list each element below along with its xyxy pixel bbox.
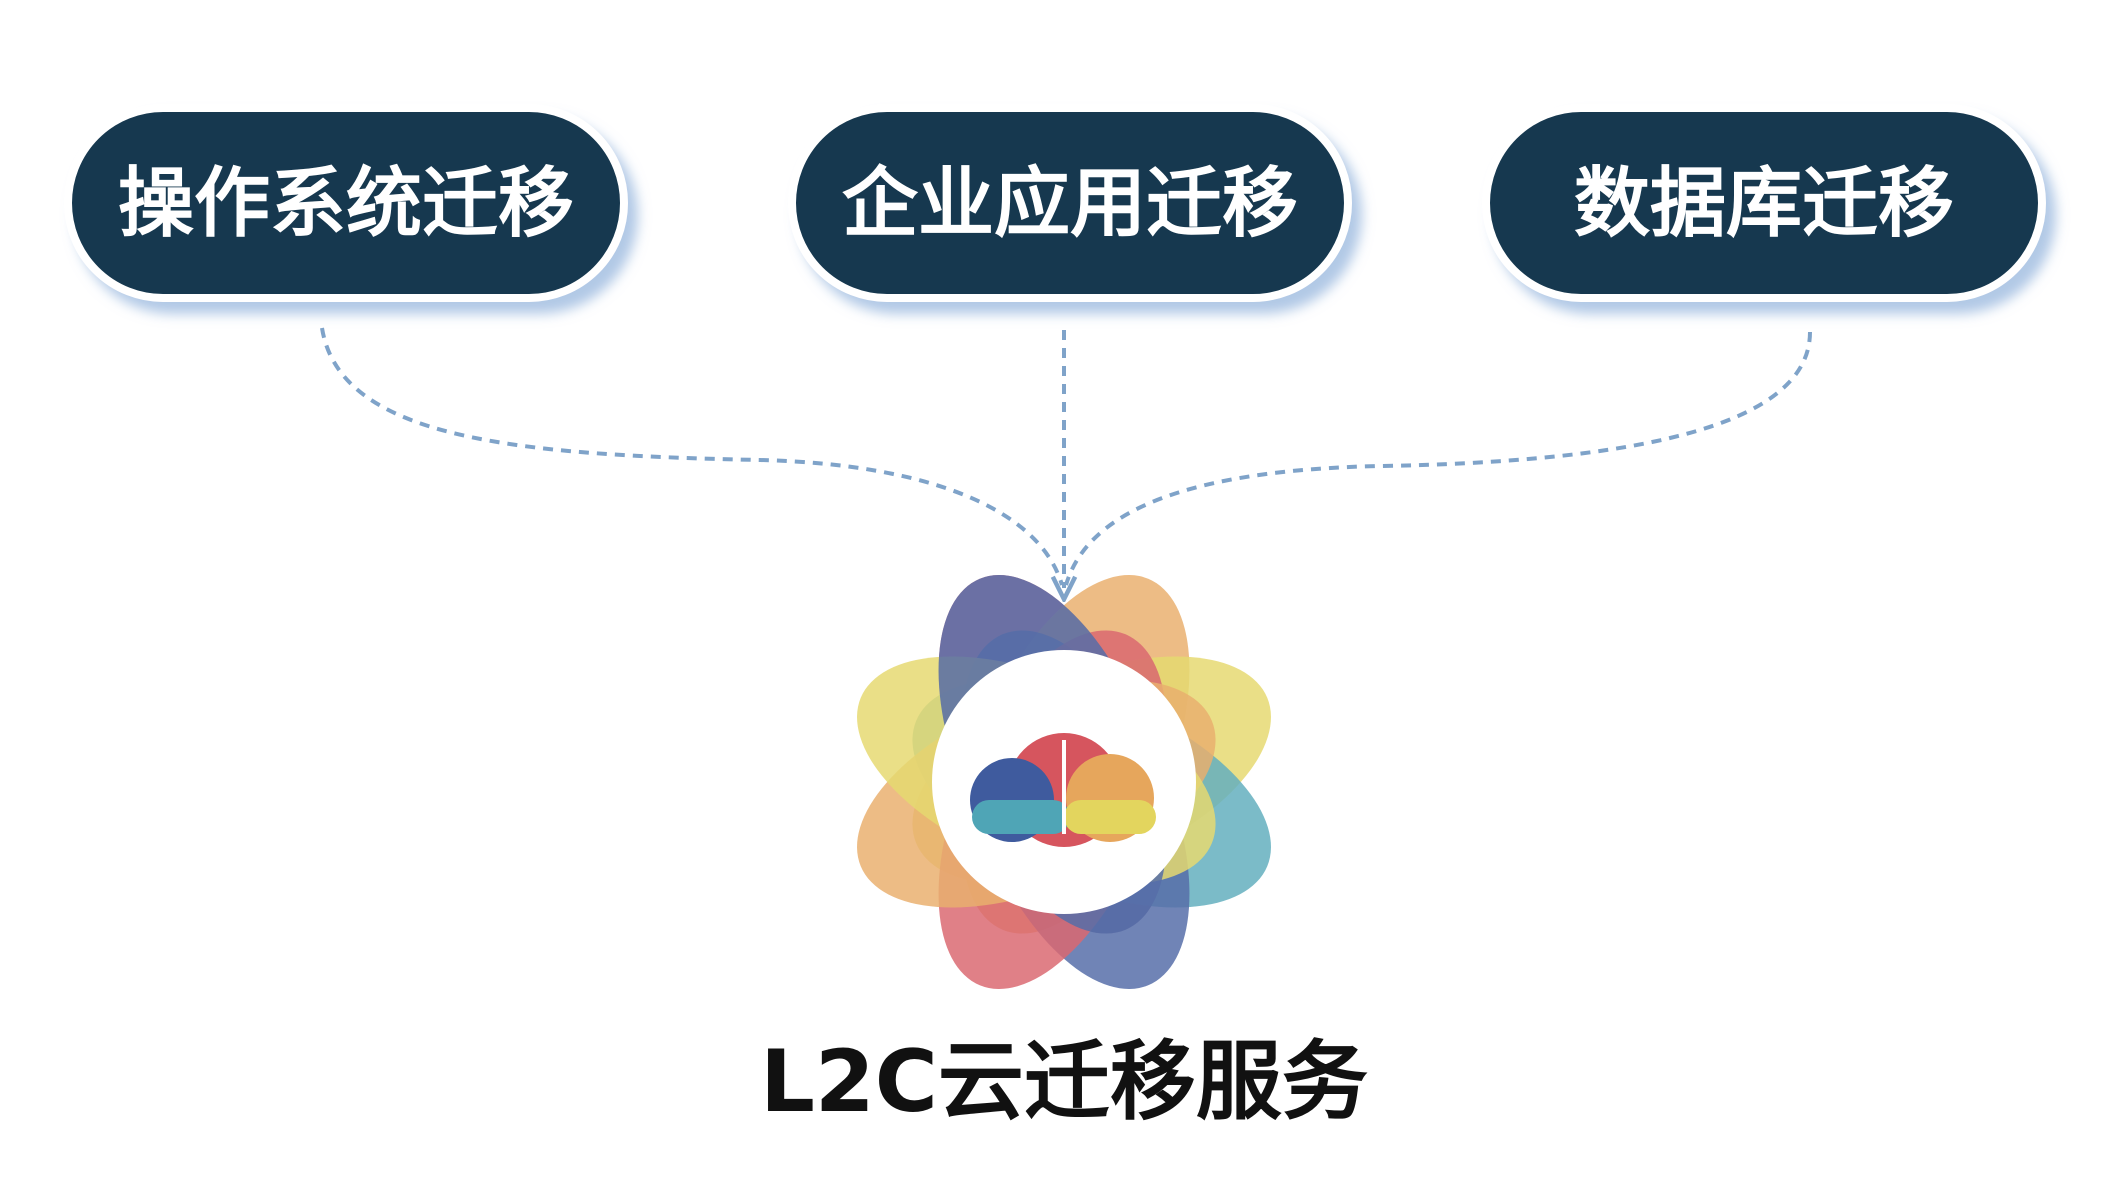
source-pill-db: 数据库迁移 bbox=[1482, 104, 2046, 302]
connector-os-to-target bbox=[320, 327, 1064, 586]
source-pill-db-label: 数据库迁移 bbox=[1574, 159, 1954, 248]
source-pill-app-label: 企业应用迁移 bbox=[842, 159, 1298, 248]
flower-cloud-logo-icon bbox=[857, 575, 1271, 989]
source-pill-os: 操作系统迁移 bbox=[64, 104, 628, 302]
target-title: L2C云迁移服务 bbox=[760, 1032, 1368, 1132]
source-pill-db-shape bbox=[1482, 104, 2046, 302]
source-pill-app-shape bbox=[788, 104, 1352, 302]
source-pill-os-shape bbox=[64, 104, 628, 302]
cloud-base-yellow bbox=[1064, 800, 1156, 834]
connector-db-to-target bbox=[1064, 331, 1812, 586]
cloud-icon bbox=[970, 733, 1156, 847]
cloud-base-teal bbox=[972, 800, 1070, 834]
source-pill-os-label: 操作系统迁移 bbox=[118, 159, 574, 248]
connectors bbox=[320, 327, 1812, 588]
source-pill-app: 企业应用迁移 bbox=[788, 104, 1352, 302]
